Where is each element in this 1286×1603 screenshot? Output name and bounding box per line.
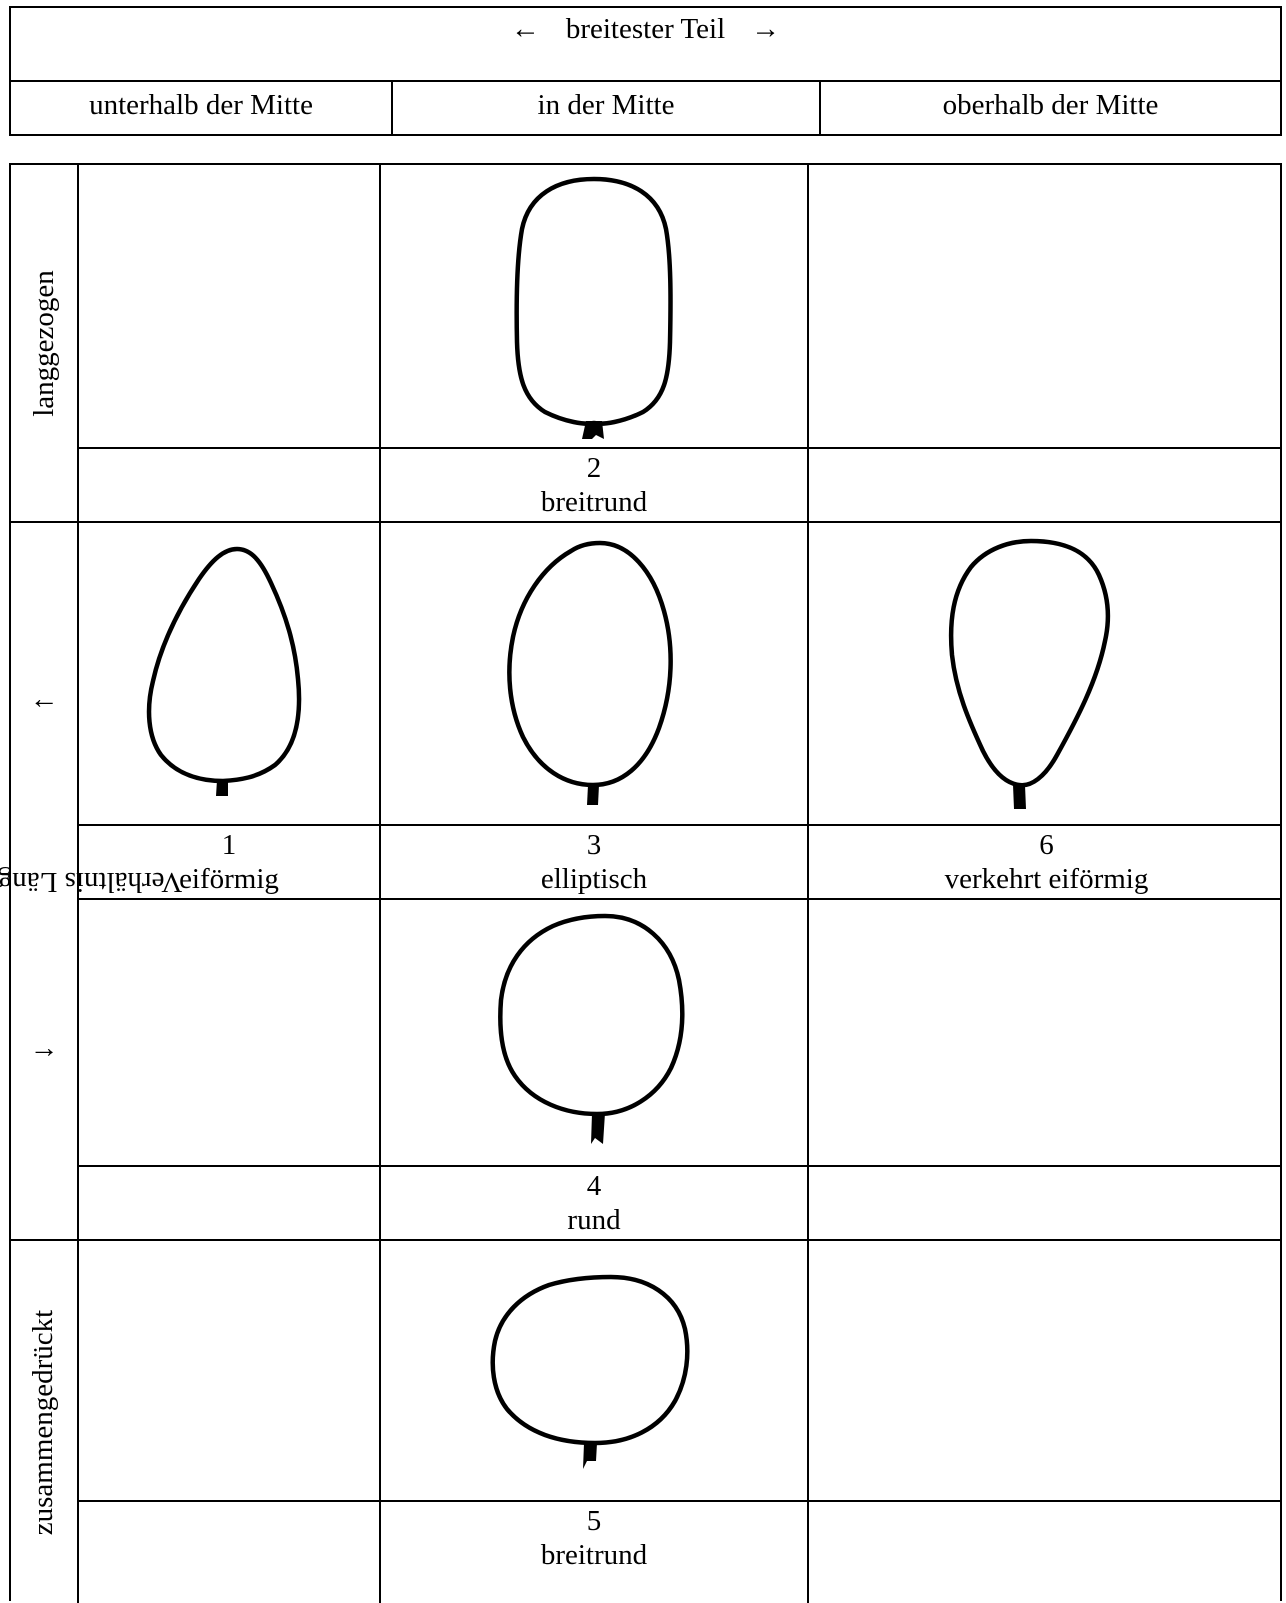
shape-number: 4 [381, 1169, 807, 1203]
fruit-outline-elliptic [381, 523, 807, 824]
shape-name: eiförmig [79, 862, 379, 896]
arrow-down-icon: ← [30, 1039, 59, 1072]
widest-part-heading: ← breitester Teil → [11, 8, 1280, 82]
grid-divider [77, 1165, 1280, 1167]
shape-caption-5: 5 breitrund [381, 1504, 807, 1572]
shape-number: 5 [381, 1504, 807, 1538]
grid-divider [77, 1500, 1280, 1502]
row-label-elongated: langgezogen [11, 165, 77, 521]
shape-name: breitrund [381, 1538, 807, 1572]
column-above-middle: oberhalb der Mitte [821, 80, 1280, 134]
shape-number: 1 [79, 828, 379, 862]
shape-number: 2 [381, 451, 807, 485]
shape-name: elliptisch [381, 862, 807, 896]
arrow-left-icon: ← [511, 8, 540, 50]
grid-divider [77, 447, 1280, 449]
shape-caption-1: 1 eiförmig [79, 828, 379, 896]
shape-caption-2: 2 breitrund [381, 451, 807, 519]
row-label-compressed: zusammengedrückt [11, 1241, 77, 1603]
shape-grid: langgezogen ←Verhältnis Länge/Breite→ zu… [9, 163, 1282, 1601]
arrow-right-icon: → [751, 8, 780, 50]
column-in-middle: in der Mitte [393, 80, 821, 134]
fruit-outline-round [381, 900, 807, 1165]
column-below-middle: unterhalb der Mitte [11, 80, 393, 134]
fruit-outline-elongated [381, 167, 807, 447]
shape-caption-3: 3 elliptisch [381, 828, 807, 896]
grid-divider [77, 824, 1280, 826]
shape-name: rund [381, 1203, 807, 1237]
fruit-outline-obovate [809, 523, 1284, 824]
fruit-outline-compressed [381, 1241, 807, 1500]
widest-part-label: breitester Teil [566, 13, 725, 45]
shape-name: breitrund [381, 485, 807, 519]
fruit-outline-ovate [79, 523, 379, 824]
shape-caption-4: 4 rund [381, 1169, 807, 1237]
shape-number: 3 [381, 828, 807, 862]
shape-number: 6 [809, 828, 1284, 862]
shape-caption-6: 6 verkehrt eiförmig [809, 828, 1284, 896]
orientation-header: ← breitester Teil → unterhalb der Mitte in… [9, 6, 1282, 136]
shape-name: verkehrt eiförmig [809, 862, 1284, 896]
row-label-ratio: ←Verhältnis Länge/Breite→ [11, 523, 77, 1239]
arrow-up-icon: → [30, 690, 59, 723]
